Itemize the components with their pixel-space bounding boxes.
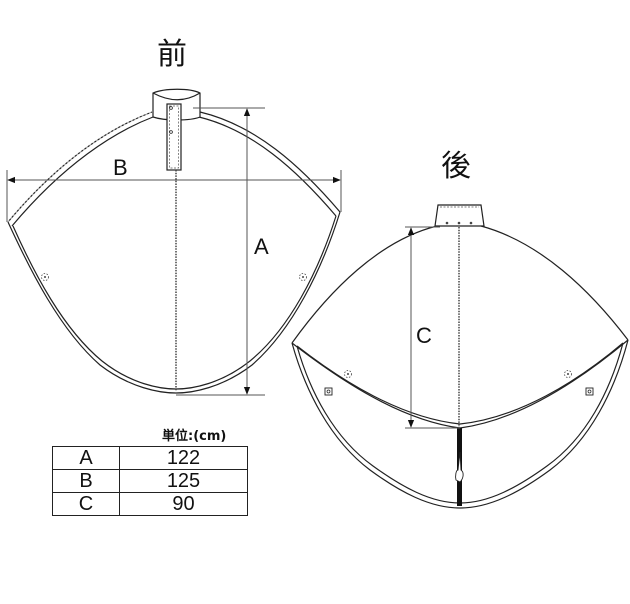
front-view-label: 前 <box>157 37 187 72</box>
front-snap-left <box>41 273 49 281</box>
dimension-b-label: B <box>113 155 128 180</box>
back-view <box>291 204 629 509</box>
back-snap-right-lower <box>585 387 594 396</box>
front-snap-right <box>299 273 307 281</box>
front-placket <box>166 103 182 171</box>
back-snap-left-lower <box>324 387 333 396</box>
back-dome-outline <box>291 225 629 344</box>
dimension-b-line <box>6 170 342 222</box>
dimension-c-line <box>405 226 460 429</box>
table-row: C 90 <box>52 492 248 516</box>
dimension-a-label: A <box>254 234 269 259</box>
size-key: A <box>52 446 120 470</box>
back-inner-hem <box>291 339 629 429</box>
back-snap-right-upper <box>564 370 572 378</box>
dimension-a-line <box>176 107 265 396</box>
unit-label: 単位:(cm) <box>162 429 227 444</box>
table-row: B 125 <box>52 469 248 493</box>
size-key: C <box>52 492 120 516</box>
front-shoulder-outline <box>6 110 341 227</box>
size-value: 90 <box>119 492 248 516</box>
front-hem-outline <box>7 211 341 394</box>
front-view <box>6 88 342 396</box>
size-table: A 122 B 125 C 90 <box>52 446 248 516</box>
back-collar <box>434 204 485 227</box>
size-key: B <box>52 469 120 493</box>
back-zipper <box>455 428 464 506</box>
table-row: A 122 <box>52 446 248 470</box>
back-view-label: 後 <box>441 149 471 184</box>
size-value: 122 <box>119 446 248 470</box>
back-snap-left-upper <box>344 370 352 378</box>
size-value: 125 <box>119 469 248 493</box>
dimension-c-label: C <box>416 323 432 348</box>
